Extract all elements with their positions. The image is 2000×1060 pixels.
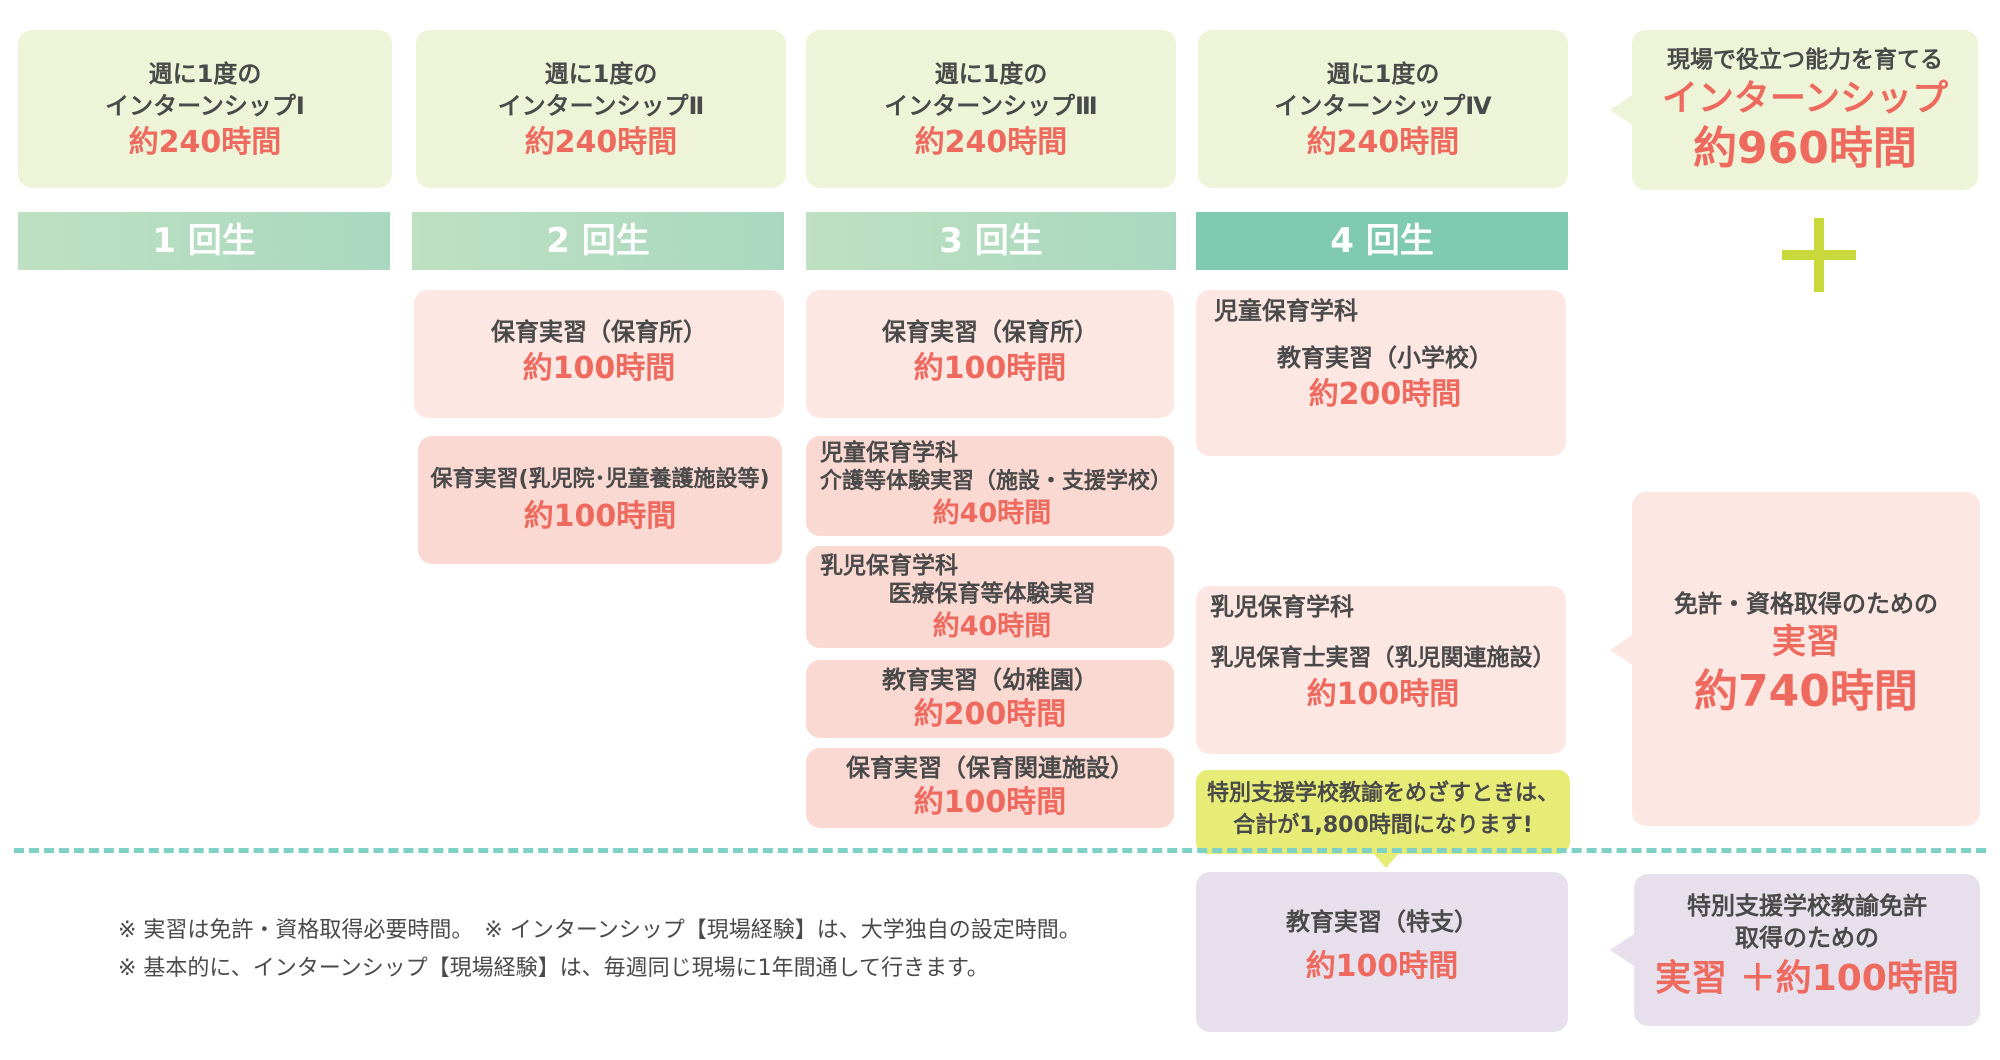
year3-kindergarten-practicum: 教育実習（幼稚園） 約200時間 — [806, 660, 1174, 738]
internship-2-box: 週に1度の インターンシップⅡ 約240時間 — [416, 30, 786, 188]
notes: ※ 実習は免許・資格取得必要時間。 ※ インターンシップ【現場経験】は、大学独自… — [118, 912, 1081, 988]
year4-elementary-practicum: 児童保育学科 教育実習（小学校） 約200時間 — [1196, 290, 1566, 456]
internship-3-box: 週に1度の インターンシップⅢ 約240時間 — [806, 30, 1176, 188]
internship-3-line2: インターンシップⅢ — [884, 92, 1098, 120]
year2-nursery-title: 保育実習（保育所） — [491, 318, 707, 346]
dashed-divider — [14, 848, 1986, 853]
year4-infant-title: 乳児保育士実習（乳児関連施設） — [1210, 645, 1556, 671]
internship-3-hours: 約240時間 — [914, 125, 1068, 160]
year4-infant-practicum: 乳児保育学科 乳児保育士実習（乳児関連施設） 約100時間 — [1196, 586, 1566, 754]
internship-total-hours: 約960時間 — [1693, 123, 1917, 174]
practicum-total-hours: 約740時間 — [1694, 666, 1918, 717]
note-2: ※ 基本的に、インターンシップ【現場経験】は、毎週同じ現場に1年間通して行きます… — [118, 956, 989, 981]
internship-3-line1: 週に1度の — [934, 60, 1048, 88]
special-callout-line2: 合計が1,800時間になります! — [1233, 813, 1533, 838]
internship-1-line2: インターンシップⅠ — [105, 92, 305, 120]
practicum-total-box: 免許・資格取得のための 実習 約740時間 — [1632, 492, 1980, 826]
year4-infant-dept: 乳児保育学科 — [1210, 593, 1354, 621]
special-total-box: 特別支援学校教諭免許 取得のための 実習 ＋約100時間 — [1634, 874, 1980, 1026]
year-1-bar: 1 回生 — [18, 212, 390, 270]
year3-nursery-title: 保育実習（保育所） — [882, 318, 1098, 346]
year3-nursery-practicum: 保育実習（保育所） 約100時間 — [806, 290, 1174, 418]
year3-care-title: 介護等体験実習（施設・支援学校） — [820, 469, 1173, 494]
special-ed-title: 教育実習（特支） — [1286, 908, 1478, 936]
year3-medical-practicum: 乳児保育学科 医療保育等体験実習 約40時間 — [806, 546, 1174, 648]
special-total-line3: 実習 ＋約100時間 — [1655, 958, 1959, 999]
internship-4-line2: インターンシップⅣ — [1274, 92, 1492, 120]
internship-1-box: 週に1度の インターンシップⅠ 約240時間 — [18, 30, 392, 188]
internship-4-line1: 週に1度の — [1326, 60, 1440, 88]
year4-elementary-dept: 児童保育学科 — [1214, 297, 1358, 325]
special-ed-hours: 約100時間 — [1305, 949, 1459, 984]
internship-4-hours: 約240時間 — [1306, 125, 1460, 160]
internship-1-line1: 週に1度の — [148, 60, 262, 88]
year4-elementary-hours: 約200時間 — [1308, 377, 1462, 412]
year2-nursery-practicum: 保育実習（保育所） 約100時間 — [414, 290, 784, 418]
year3-nursery-hours: 約100時間 — [913, 351, 1067, 386]
year3-care-hours: 約40時間 — [932, 498, 1052, 529]
special-total-pointer — [1610, 934, 1634, 966]
year-4-bar: 4 回生 — [1196, 212, 1568, 270]
year3-care-practicum: 児童保育学科 介護等体験実習（施設・支援学校） 約40時間 — [806, 436, 1174, 536]
special-total-line2: 取得のための — [1735, 924, 1879, 952]
special-total-line1: 特別支援学校教諭免許 — [1687, 892, 1927, 920]
special-callout-line1: 特別支援学校教諭をめざすときは、 — [1206, 781, 1559, 806]
special-ed-practicum: 教育実習（特支） 約100時間 — [1196, 872, 1568, 1032]
year3-related-facility-hours: 約100時間 — [913, 785, 1067, 820]
internship-1-hours: 約240時間 — [128, 125, 282, 160]
internship-2-line1: 週に1度の — [544, 60, 658, 88]
internship-4-box: 週に1度の インターンシップⅣ 約240時間 — [1198, 30, 1568, 188]
year3-medical-dept: 乳児保育学科 — [820, 553, 958, 579]
note-1: ※ 実習は免許・資格取得必要時間。 ※ インターンシップ【現場経験】は、大学独自… — [118, 918, 1081, 943]
practicum-total-line2: 実習 — [1772, 622, 1840, 662]
year2-nursery-hours: 約100時間 — [522, 351, 676, 386]
year3-related-facility-title: 保育実習（保育関連施設） — [846, 754, 1134, 782]
internship-total-line2: インターンシップ — [1661, 78, 1949, 119]
year-2-bar: 2 回生 — [412, 212, 784, 270]
year2-facility-hours: 約100時間 — [523, 499, 677, 534]
year-3-bar: 3 回生 — [806, 212, 1176, 270]
year3-kindergarten-hours: 約200時間 — [913, 697, 1067, 732]
internship-2-line2: インターンシップⅡ — [497, 92, 705, 120]
year4-elementary-title: 教育実習（小学校） — [1277, 344, 1493, 372]
internship-total-box: 現場で役立つ能力を育てる インターンシップ 約960時間 — [1632, 30, 1978, 190]
practicum-total-pointer — [1610, 634, 1634, 666]
year3-medical-title: 医療保育等体験実習 — [888, 581, 1096, 607]
year3-care-dept: 児童保育学科 — [820, 440, 958, 466]
internship-total-pointer — [1610, 94, 1634, 126]
year2-facility-practicum: 保育実習(乳児院･児童養護施設等) 約100時間 — [418, 436, 782, 564]
year3-medical-hours: 約40時間 — [932, 611, 1052, 642]
year2-facility-title: 保育実習(乳児院･児童養護施設等) — [430, 467, 770, 492]
practicum-total-line1: 免許・資格取得のための — [1674, 590, 1938, 618]
internship-2-hours: 約240時間 — [524, 125, 678, 160]
plus-icon — [1782, 218, 1856, 292]
year3-related-facility-practicum: 保育実習（保育関連施設） 約100時間 — [806, 748, 1174, 828]
special-callout-pointer — [1372, 852, 1400, 868]
internship-total-line1: 現場で役立つ能力を育てる — [1667, 47, 1943, 73]
year4-infant-hours: 約100時間 — [1306, 677, 1460, 712]
year3-kindergarten-title: 教育実習（幼稚園） — [882, 666, 1098, 694]
special-callout: 特別支援学校教諭をめざすときは、 合計が1,800時間になります! — [1196, 770, 1570, 854]
